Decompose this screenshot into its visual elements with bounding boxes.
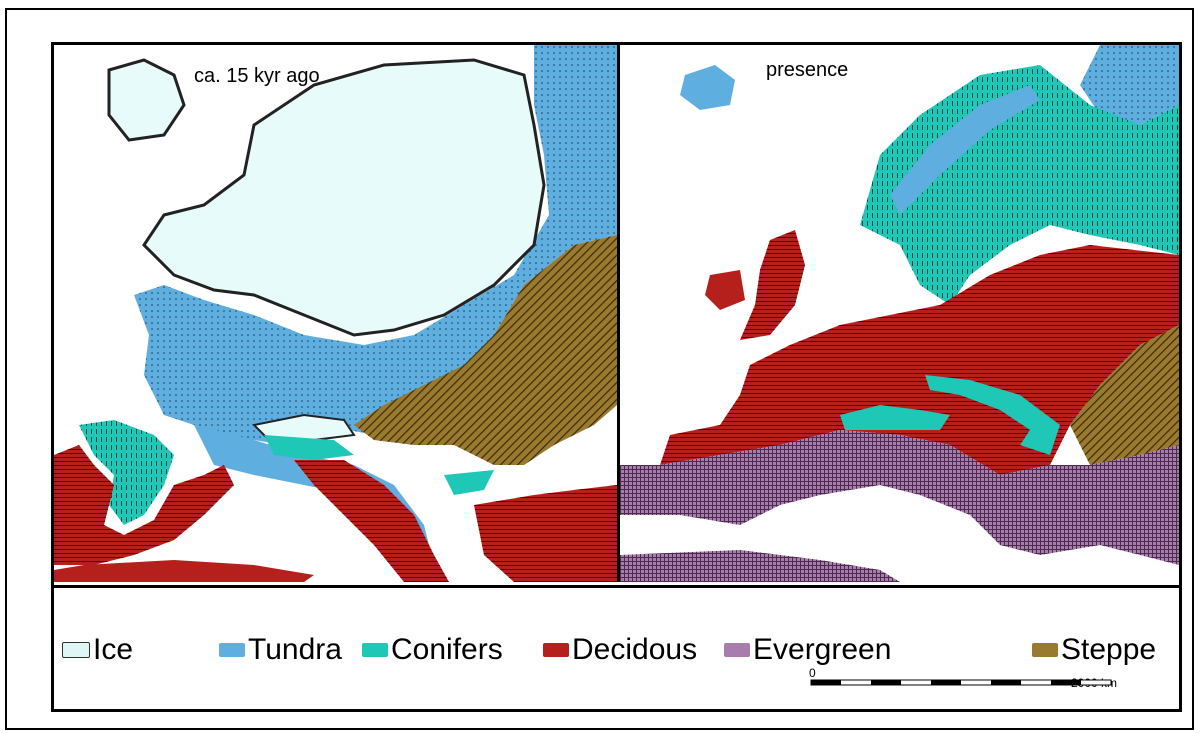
tundra-south-left (194, 425, 434, 565)
ice-swatch-icon (62, 642, 90, 658)
legend-item-decidous: Decidous (543, 633, 697, 667)
legend-label-conifers: Conifers (391, 633, 503, 666)
steppe-swatch-icon (1032, 643, 1058, 657)
map-left-svg (54, 45, 617, 582)
scale-bar: 0 2000 km (809, 664, 1149, 704)
conifers-alps-right (840, 405, 950, 430)
conifers-east-left (264, 435, 354, 460)
tundra-swatch-icon (219, 643, 245, 657)
vegetation-figure: ca. 15 kyr ago (51, 42, 1182, 712)
map-presence: presence (620, 45, 1179, 582)
legend-item-ice: Ice (62, 633, 133, 667)
decidous-swatch-icon (543, 643, 569, 657)
decidous-africa-left (54, 560, 314, 582)
conifers-swatch-icon (362, 643, 388, 657)
evergreen-swatch-icon (724, 643, 750, 657)
map-divider (617, 45, 620, 582)
map-right-svg (620, 45, 1179, 582)
scale-start-label: 0 (809, 666, 816, 680)
legend: Ice Tundra Conifers Decidous Evergreen S… (54, 588, 1179, 709)
legend-label-evergreen: Evergreen (753, 633, 892, 666)
decidous-ireland-right (705, 270, 745, 310)
ice-sheet-left (142, 58, 546, 337)
legend-item-tundra: Tundra (219, 633, 342, 667)
legend-item-steppe: Steppe (1032, 633, 1156, 667)
conifers-carpathians-right (925, 375, 1060, 455)
legend-label-tundra: Tundra (248, 633, 342, 666)
legend-label-ice: Ice (93, 633, 134, 666)
tundra-mountains-right (890, 85, 1040, 215)
map-15-kyr-ago: ca. 15 kyr ago (54, 45, 617, 582)
map-left-label: ca. 15 kyr ago (194, 65, 320, 87)
map-right-label: presence (766, 59, 849, 81)
scale-bar-svg (810, 679, 1112, 686)
outer-frame (5, 8, 1194, 730)
conifers-balkan-left (444, 470, 494, 495)
maps-panel: ca. 15 kyr ago (54, 45, 1179, 588)
legend-item-evergreen: Evergreen (724, 633, 891, 667)
legend-label-decidous: Decidous (572, 633, 698, 666)
legend-label-steppe: Steppe (1061, 633, 1157, 666)
legend-item-conifers: Conifers (362, 633, 503, 667)
tundra-iceland-right (680, 65, 735, 110)
ice-cap-small-left (107, 58, 186, 142)
